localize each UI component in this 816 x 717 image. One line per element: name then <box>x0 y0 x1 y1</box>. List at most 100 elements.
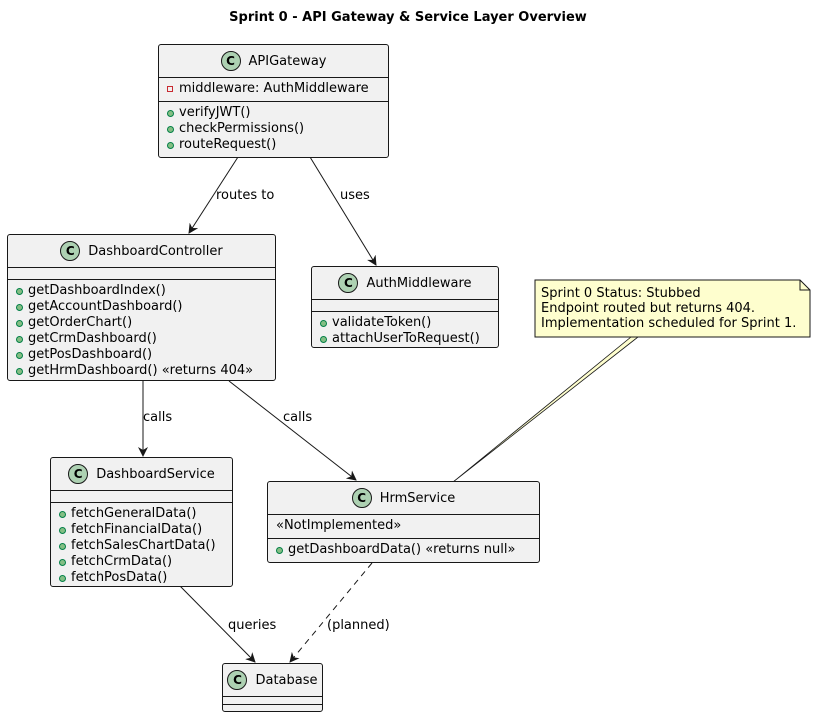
method-text: getPosDashboard() <box>28 347 153 362</box>
class-hrm-service[interactable]: C HrmService «NotImplemented» getDashboa… <box>267 481 540 563</box>
private-marker-icon <box>167 86 174 93</box>
method-text: checkPermissions() <box>179 121 305 136</box>
method-text: fetchFinancialData() <box>71 522 203 537</box>
method-row: fetchSalesChartData() <box>51 538 232 554</box>
public-marker-icon <box>16 351 23 359</box>
public-marker-icon <box>59 558 66 566</box>
method-row: verifyJWT() <box>159 105 388 121</box>
class-name: Database <box>255 672 318 688</box>
public-marker-icon <box>16 303 23 311</box>
method-row: getOrderChart() <box>8 315 275 331</box>
class-header: C DashboardService <box>51 458 232 490</box>
method-text: fetchGeneralData() <box>71 506 197 521</box>
class-badge-icon: C <box>60 241 81 261</box>
method-row: getDashboardData() «returns null» <box>268 542 539 558</box>
edge-planned <box>289 562 373 663</box>
note-fold <box>799 280 810 291</box>
method-text: fetchPosData() <box>71 570 168 585</box>
class-header: C DashboardController <box>8 235 275 267</box>
diagram-title: Sprint 0 - API Gateway & Service Layer O… <box>229 10 587 25</box>
public-marker-icon <box>167 125 174 133</box>
public-marker-icon <box>16 287 23 295</box>
fields-section: middleware: AuthMiddleware <box>159 77 388 101</box>
class-auth-middleware[interactable]: C AuthMiddleware validateToken() attachU… <box>311 266 499 348</box>
edge-routes-to <box>188 156 239 234</box>
public-marker-icon <box>16 319 23 327</box>
edge-calls-hrm <box>228 380 357 481</box>
field-text: middleware: AuthMiddleware <box>179 81 369 96</box>
fields-section <box>51 490 232 502</box>
class-name: DashboardController <box>88 243 223 259</box>
status-note: Sprint 0 Status: Stubbed Endpoint routed… <box>535 280 810 337</box>
fields-section <box>312 299 498 311</box>
public-marker-icon <box>59 526 66 534</box>
class-name: DashboardService <box>96 466 215 482</box>
methods-section: getDashboardIndex() getAccountDashboard(… <box>8 279 275 383</box>
stereotype-label: «NotImplemented» <box>276 518 402 533</box>
method-text: validateToken() <box>332 315 432 330</box>
method-text: getHrmDashboard() «returns 404» <box>28 363 254 378</box>
class-badge-icon: C <box>68 464 89 484</box>
fields-section <box>223 696 322 704</box>
method-row: getPosDashboard() <box>8 347 275 363</box>
class-name: AuthMiddleware <box>366 275 472 291</box>
method-row: getHrmDashboard() «returns 404» <box>8 363 275 379</box>
stereotype-section: «NotImplemented» <box>268 514 539 538</box>
class-name: APIGateway <box>248 53 327 69</box>
methods-section: verifyJWT() checkPermissions() routeRequ… <box>159 101 388 157</box>
method-text: getDashboardData() «returns null» <box>288 542 516 557</box>
method-row: routeRequest() <box>159 137 388 153</box>
label-uses: uses <box>340 188 370 203</box>
class-header: C Database <box>223 664 322 696</box>
label-planned: (planned) <box>327 618 390 633</box>
method-row: fetchPosData() <box>51 570 232 586</box>
method-text: getDashboardIndex() <box>28 283 166 298</box>
class-badge-icon: C <box>227 670 248 690</box>
note-shape <box>534 279 811 338</box>
label-queries: queries <box>228 618 277 633</box>
note-line: Endpoint routed but returns 404. <box>541 301 756 316</box>
public-marker-icon <box>16 335 23 343</box>
method-row: getCrmDashboard() <box>8 331 275 347</box>
public-marker-icon <box>16 367 23 375</box>
method-row: attachUserToRequest() <box>312 331 498 347</box>
class-dashboard-service[interactable]: C DashboardService fetchGeneralData() fe… <box>50 457 233 587</box>
methods-section: validateToken() attachUserToRequest() <box>312 311 498 351</box>
method-row: checkPermissions() <box>159 121 388 137</box>
note-line: Implementation scheduled for Sprint 1. <box>541 316 797 331</box>
field-row: middleware: AuthMiddleware <box>159 81 388 97</box>
method-row: getAccountDashboard() <box>8 299 275 315</box>
method-text: getAccountDashboard() <box>28 299 183 314</box>
method-text: getCrmDashboard() <box>28 331 157 346</box>
method-row: fetchGeneralData() <box>51 506 232 522</box>
note-connector <box>452 336 640 483</box>
note-line: Sprint 0 Status: Stubbed <box>541 286 701 301</box>
label-calls-service: calls <box>143 410 173 425</box>
class-badge-icon: C <box>351 488 372 508</box>
class-badge-icon: C <box>338 273 359 293</box>
class-header: C AuthMiddleware <box>312 267 498 299</box>
public-marker-icon <box>59 510 66 518</box>
label-routes-to: routes to <box>216 188 275 203</box>
method-text: getOrderChart() <box>28 315 133 330</box>
method-row: fetchFinancialData() <box>51 522 232 538</box>
methods-section <box>223 704 322 709</box>
class-api-gateway[interactable]: C APIGateway middleware: AuthMiddleware … <box>158 44 389 158</box>
edge-uses <box>309 156 377 266</box>
method-text: fetchSalesChartData() <box>71 538 216 553</box>
class-name: HrmService <box>379 490 456 506</box>
class-database[interactable]: C Database <box>222 663 323 712</box>
public-marker-icon <box>167 109 174 117</box>
edge-queries <box>179 585 256 663</box>
fields-section <box>8 267 275 279</box>
class-dashboard-controller[interactable]: C DashboardController getDashboardIndex(… <box>7 234 276 381</box>
public-marker-icon <box>59 542 66 550</box>
method-row: validateToken() <box>312 315 498 331</box>
class-header: C HrmService <box>268 482 539 514</box>
method-row: fetchCrmData() <box>51 554 232 570</box>
method-text: verifyJWT() <box>179 105 251 120</box>
class-badge-icon: C <box>220 51 241 71</box>
public-marker-icon <box>320 319 327 327</box>
method-text: fetchCrmData() <box>71 554 173 569</box>
